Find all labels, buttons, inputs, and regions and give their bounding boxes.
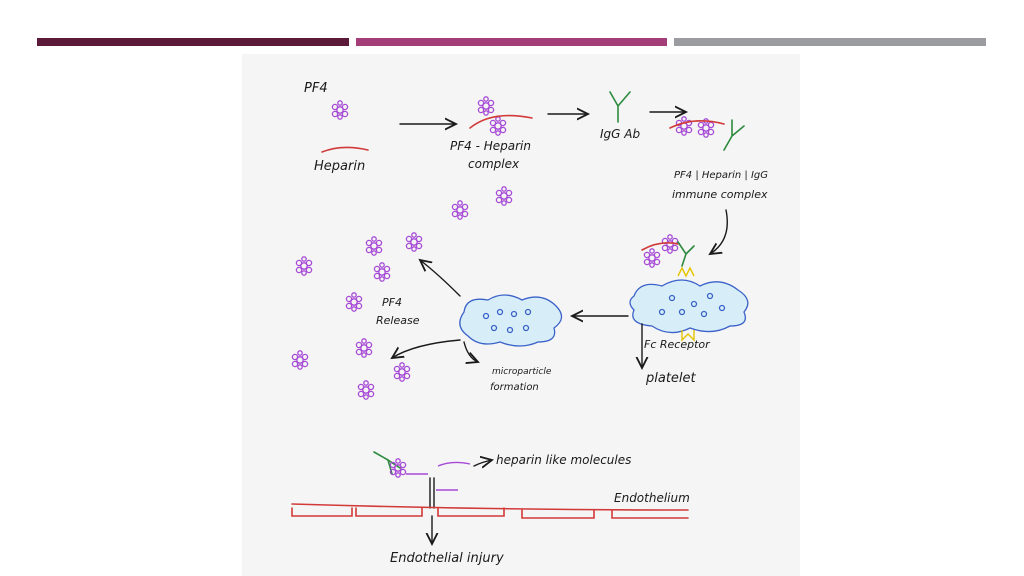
platelet-label: platelet bbox=[645, 371, 697, 386]
microparticle-label-2: formation bbox=[490, 382, 539, 393]
platelet-granule bbox=[658, 308, 666, 316]
title-accent-bar-3 bbox=[674, 38, 986, 46]
pf4-heparin-complex-label: PF4 - Heparin bbox=[450, 139, 531, 153]
endothelium-top-line bbox=[291, 503, 689, 511]
igg-ab-label: IgG Ab bbox=[600, 127, 640, 141]
endothelial-injury-label: Endothelial injury bbox=[390, 551, 504, 566]
heparin-like-label: heparin like molecules bbox=[496, 453, 631, 467]
endothelial-anchor-icon bbox=[429, 477, 435, 509]
arrow-pf4-release-down bbox=[392, 339, 461, 358]
heparin-chain-icon bbox=[321, 146, 369, 153]
endothelium-label: Endothelium bbox=[614, 491, 690, 505]
platelet-granule bbox=[490, 324, 498, 332]
microparticle-label: microparticle bbox=[492, 367, 552, 377]
pf4-release-label-2: Release bbox=[376, 314, 420, 327]
immune-igg-icon bbox=[723, 119, 745, 151]
hit-mechanism-diagram: PF4 Heparin PF4 - Heparin complex IgG Ab… bbox=[242, 54, 800, 576]
heparin-label: Heparin bbox=[314, 159, 365, 174]
fc-receptor-top-icon bbox=[677, 266, 695, 278]
platelet-granule bbox=[506, 326, 514, 334]
degranulating-platelet-icon bbox=[459, 294, 563, 347]
title-accent-bar-1 bbox=[37, 38, 349, 46]
endothelial-cells-icon bbox=[291, 507, 689, 519]
platelet-granule bbox=[668, 294, 676, 302]
bound-heparin-icon bbox=[641, 242, 679, 251]
platelet-granule bbox=[718, 304, 726, 312]
pf4-heparin-complex-label-2: complex bbox=[468, 157, 520, 171]
immune-complex-label: PF4 | Heparin | IgG bbox=[674, 170, 768, 181]
fc-receptor-label: Fc Receptor bbox=[644, 338, 711, 351]
arrow-heparin-like bbox=[473, 460, 492, 466]
activated-platelet-icon bbox=[629, 279, 749, 334]
title-accent-bar-2 bbox=[356, 38, 667, 46]
arrow-pf4-release-up bbox=[420, 260, 461, 297]
immune-heparin-icon bbox=[669, 120, 725, 129]
endo-igg-icon bbox=[373, 451, 401, 475]
heparin-like-molecule-icon bbox=[437, 461, 471, 467]
arrow-to-platelet bbox=[710, 209, 728, 254]
immune-complex-label-2: immune complex bbox=[672, 188, 768, 201]
pf4-label: PF4 bbox=[304, 81, 328, 96]
pf4-release-label: PF4 bbox=[382, 296, 402, 309]
platelet-granule bbox=[678, 308, 686, 316]
platelet-granule bbox=[690, 300, 698, 308]
platelet-granule bbox=[496, 308, 504, 316]
platelet-granule bbox=[700, 310, 708, 318]
platelet-granule bbox=[522, 324, 530, 332]
platelet-granule bbox=[524, 308, 532, 316]
arrow-microparticle bbox=[463, 341, 478, 362]
platelet-granule bbox=[706, 292, 714, 300]
diagram-canvas: PF4 Heparin PF4 - Heparin complex IgG Ab… bbox=[242, 54, 800, 576]
bound-igg-icon bbox=[677, 241, 695, 267]
platelet-granule bbox=[510, 310, 518, 318]
fc-receptor-bottom-icon bbox=[681, 330, 695, 342]
igg-antibody-icon bbox=[609, 91, 631, 123]
complex-heparin-icon bbox=[469, 114, 533, 129]
platelet-granule bbox=[482, 312, 490, 320]
